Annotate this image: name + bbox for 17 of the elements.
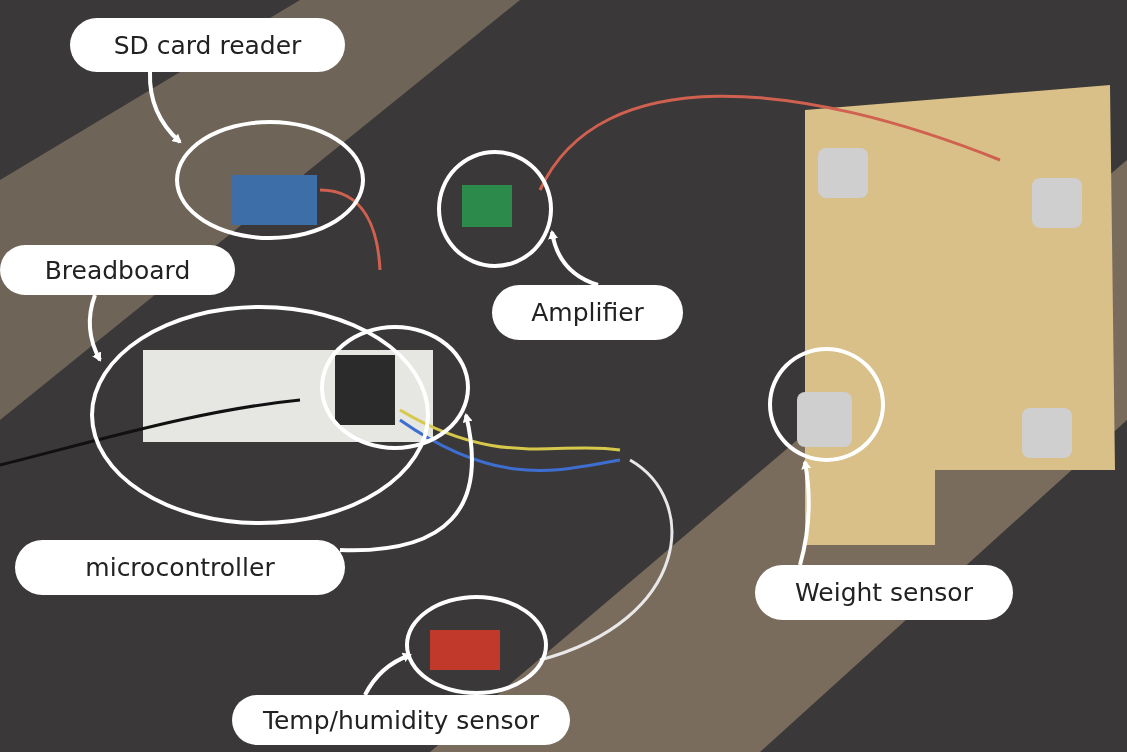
callout-label: Temp/humidity sensor	[232, 695, 570, 745]
arrow	[363, 652, 412, 696]
callout-label: Amplifier	[492, 285, 683, 340]
highlight-circle	[175, 120, 365, 240]
highlight-circle	[320, 325, 470, 450]
arrow	[340, 413, 474, 552]
callout-label: Weight sensor	[755, 565, 1013, 620]
arrow	[798, 460, 812, 566]
highlight-circle	[90, 305, 430, 525]
arrow	[548, 230, 599, 287]
highlight-circle	[768, 347, 885, 462]
arrow	[148, 72, 182, 144]
callout-label: Breadboard	[0, 245, 235, 295]
highlight-circle	[437, 150, 553, 268]
callout-label: microcontroller	[15, 540, 345, 595]
callout-label: SD card reader	[70, 18, 345, 72]
arrow	[87, 294, 102, 362]
